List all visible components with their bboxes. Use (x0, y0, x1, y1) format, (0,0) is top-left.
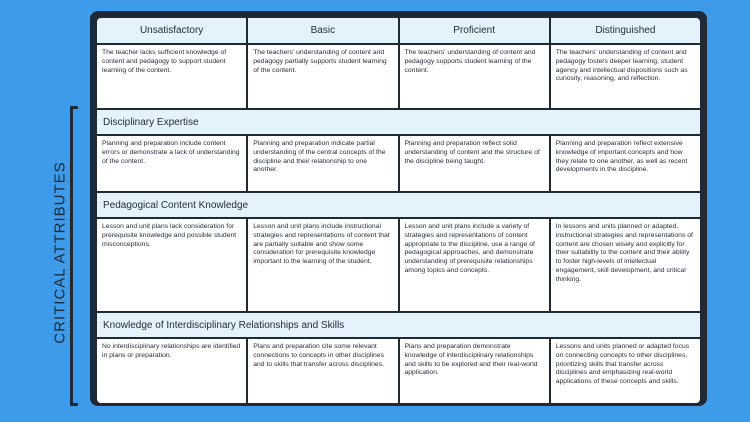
pedagogical-cell-distinguished: In lessons and units planned or adapted,… (550, 219, 700, 311)
rubric-table: Unsatisfactory Basic Proficient Distingu… (95, 16, 702, 405)
pedagogical-cell-proficient: Lesson and unit plans include a variety … (399, 219, 549, 311)
disciplinary-cell-basic: Planning and preparation indicate partia… (248, 136, 398, 191)
section-row: No interdisciplinary relationships are i… (97, 339, 700, 403)
section-header-row: Pedagogical Content Knowledge (97, 193, 700, 217)
critical-attributes-label: CRITICAL ATTRIBUTES (44, 106, 80, 406)
bracket-line (70, 106, 78, 406)
disciplinary-cell-distinguished: Planning and preparation reflect extensi… (550, 136, 700, 191)
section-header-row: Disciplinary Expertise (97, 110, 700, 134)
section-title-pedagogical-content-knowledge: Pedagogical Content Knowledge (97, 193, 700, 217)
section-title-interdisciplinary: Knowledge of Interdisciplinary Relations… (97, 313, 700, 337)
interdisciplinary-cell-unsatisfactory: No interdisciplinary relationships are i… (97, 339, 247, 403)
critical-attributes-text: CRITICAL ATTRIBUTES (51, 161, 69, 344)
column-header-unsatisfactory: Unsatisfactory (97, 18, 247, 43)
section-row: Planning and preparation include content… (97, 136, 700, 191)
overall-row: The teacher lacks sufficient knowledge o… (97, 45, 700, 108)
section-row: Lesson and unit plans lack consideration… (97, 219, 700, 311)
section-header-row: Knowledge of Interdisciplinary Relations… (97, 313, 700, 337)
interdisciplinary-cell-proficient: Plans and preparation demonstrate knowle… (399, 339, 549, 403)
column-header-proficient: Proficient (399, 18, 549, 43)
overall-cell-basic: The teachers' understanding of content a… (248, 45, 398, 108)
pedagogical-cell-unsatisfactory: Lesson and unit plans lack consideration… (97, 219, 247, 311)
overall-cell-distinguished: The teachers' understanding of content a… (550, 45, 700, 108)
pedagogical-cell-basic: Lesson and unit plans include instructio… (248, 219, 398, 311)
section-title-disciplinary-expertise: Disciplinary Expertise (97, 110, 700, 134)
disciplinary-cell-proficient: Planning and preparation reflect solid u… (399, 136, 549, 191)
column-header-basic: Basic (248, 18, 398, 43)
overall-cell-proficient: The teachers' understanding of content a… (399, 45, 549, 108)
overall-cell-unsatisfactory: The teacher lacks sufficient knowledge o… (97, 45, 247, 108)
interdisciplinary-cell-basic: Plans and preparation cite some relevant… (248, 339, 398, 403)
interdisciplinary-cell-distinguished: Lessons and units planned or adapted foc… (550, 339, 700, 403)
header-row: Unsatisfactory Basic Proficient Distingu… (97, 18, 700, 43)
rubric-frame: Unsatisfactory Basic Proficient Distingu… (90, 11, 707, 406)
disciplinary-cell-unsatisfactory: Planning and preparation include content… (97, 136, 247, 191)
column-header-distinguished: Distinguished (550, 18, 700, 43)
